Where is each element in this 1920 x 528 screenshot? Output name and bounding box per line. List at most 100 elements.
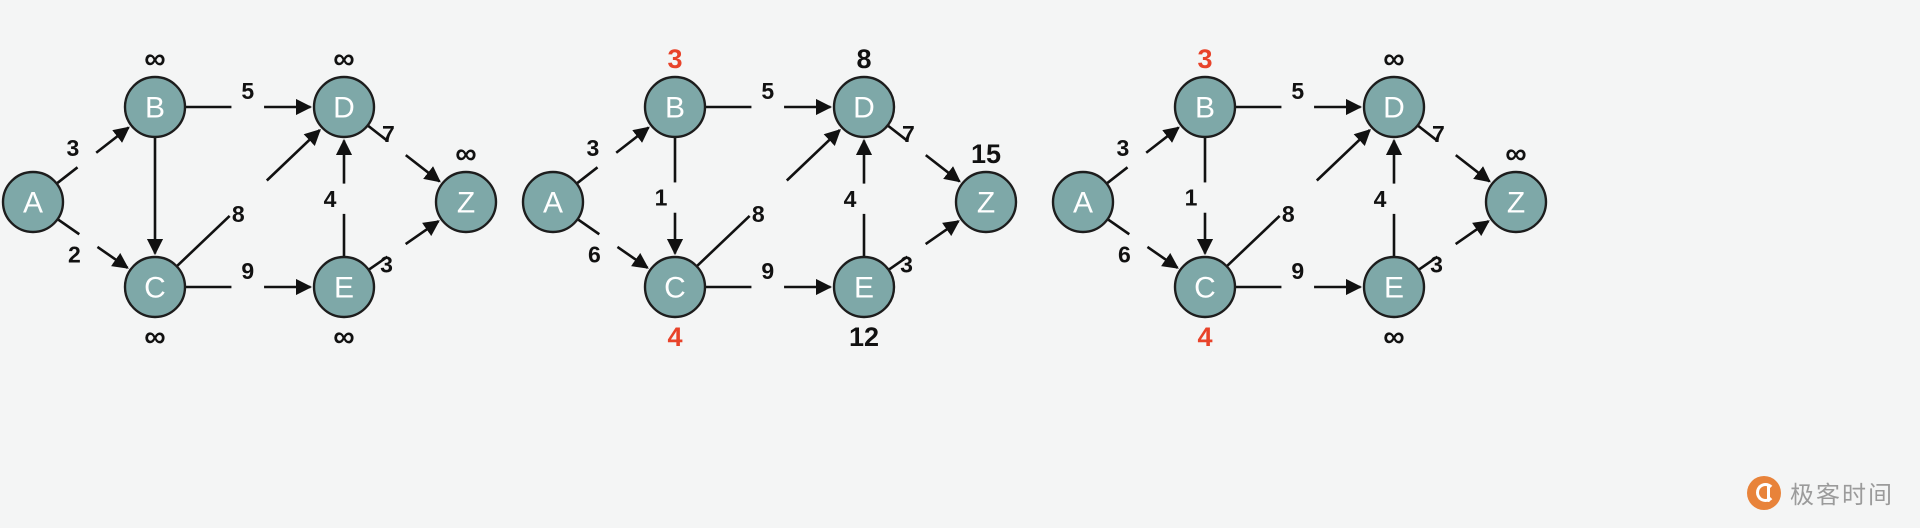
edge-weight-E-D: 4 — [324, 186, 337, 212]
node-label-D: D — [1383, 92, 1405, 125]
node-distance-B: 3 — [667, 44, 682, 74]
edge-weight-C-E: 9 — [1291, 258, 1304, 284]
edge-B-to-C: 1 — [655, 137, 684, 256]
node-D[interactable]: D∞ — [1362, 43, 1426, 139]
node-distance-D: ∞ — [333, 43, 354, 76]
node-E[interactable]: E∞ — [312, 255, 376, 354]
node-label-A: A — [23, 187, 43, 220]
edge-A-to-C: 6 — [576, 218, 649, 269]
node-label-B: B — [145, 92, 165, 125]
node-label-C: C — [1194, 272, 1216, 305]
watermark: 极客时间 — [1747, 475, 1894, 510]
node-label-Z: Z — [457, 187, 475, 220]
node-label-C: C — [144, 272, 166, 305]
edge-weight-B-D: 5 — [1291, 78, 1304, 104]
node-label-Z: Z — [1507, 187, 1525, 220]
edge-weight-A-C: 6 — [588, 242, 601, 268]
node-distance-E: ∞ — [1383, 321, 1404, 354]
node-D[interactable]: D8 — [832, 44, 896, 139]
edge-weight-E-Z: 3 — [380, 251, 393, 277]
node-A[interactable]: A — [521, 170, 585, 234]
node-distance-B: ∞ — [144, 43, 165, 76]
node-A[interactable]: A — [1, 170, 65, 234]
geekbang-logo-icon — [1747, 475, 1781, 510]
edge-E-to-Z: 3 — [1417, 220, 1490, 277]
node-label-E: E — [334, 272, 354, 305]
edge-weight-D-Z: 7 — [382, 121, 395, 147]
node-Z[interactable]: Z∞ — [1484, 138, 1548, 234]
node-distance-Z: ∞ — [455, 138, 476, 171]
node-distance-E: ∞ — [333, 321, 354, 354]
edge-D-to-Z: 7 — [366, 121, 441, 183]
edge-weight-A-C: 2 — [68, 242, 81, 268]
node-label-D: D — [853, 92, 875, 125]
edge-weight-A-B: 3 — [586, 135, 599, 161]
edge-weight-D-Z: 7 — [1432, 121, 1445, 147]
edge-weight-E-Z: 3 — [900, 251, 913, 277]
node-C[interactable]: C4 — [643, 255, 707, 352]
edge-C-to-E: 9 — [185, 258, 313, 296]
node-distance-C: ∞ — [144, 321, 165, 354]
edge-B-to-D: 5 — [705, 78, 833, 116]
node-B[interactable]: B3 — [643, 44, 707, 139]
edge-D-to-Z: 7 — [1416, 121, 1491, 183]
node-Z[interactable]: Z∞ — [434, 138, 498, 234]
edge-weight-C-E: 9 — [761, 258, 774, 284]
edge-weight-E-Z: 3 — [1430, 251, 1443, 277]
edge-C-to-D: 8 — [1225, 128, 1371, 268]
edge-weight-B-C: 1 — [1185, 185, 1198, 211]
node-E[interactable]: E 12 — [832, 255, 896, 352]
node-A[interactable]: A — [1051, 170, 1115, 234]
edge-C-to-D: 8 — [695, 128, 841, 268]
node-B[interactable]: B∞ — [123, 43, 187, 139]
node-label-E: E — [854, 272, 874, 305]
node-label-D: D — [333, 92, 355, 125]
node-D[interactable]: D∞ — [312, 43, 376, 139]
edge-B-to-C: 1 — [1185, 137, 1214, 256]
edge-A-to-B: 3 — [1105, 126, 1180, 185]
edge-weight-A-C: 6 — [1118, 242, 1131, 268]
edge-weight-C-E: 9 — [241, 258, 254, 284]
node-distance-Z: ∞ — [1505, 138, 1526, 171]
edge-weight-C-D: 8 — [1282, 201, 1295, 227]
node-distance-B: 3 — [1197, 44, 1212, 74]
node-distance-C: 4 — [1197, 322, 1212, 352]
edge-A-to-B: 3 — [575, 126, 650, 185]
node-label-B: B — [1195, 92, 1215, 125]
node-B[interactable]: B3 — [1173, 44, 1237, 139]
edge-C-to-E: 9 — [705, 258, 833, 296]
node-C[interactable]: C4 — [1173, 255, 1237, 352]
edge-A-to-C: 2 — [56, 218, 129, 269]
node-distance-D: 8 — [856, 44, 871, 74]
edge-E-to-D: 4 — [324, 138, 353, 257]
edge-E-to-Z: 3 — [887, 220, 960, 277]
edge-E-to-Z: 3 — [367, 220, 440, 277]
edge-E-to-D: 4 — [844, 138, 873, 257]
edge-weight-C-D: 8 — [232, 201, 245, 227]
node-E[interactable]: E∞ — [1362, 255, 1426, 354]
edge-weight-B-D: 5 — [241, 78, 254, 104]
edge-C-to-E: 9 — [1235, 258, 1363, 296]
edge-weight-B-C: 1 — [655, 185, 668, 211]
edge-A-to-C: 6 — [1106, 218, 1179, 269]
edge-weight-E-D: 4 — [1374, 186, 1387, 212]
node-Z[interactable]: Z 15 — [954, 139, 1018, 234]
node-label-A: A — [543, 187, 563, 220]
node-distance-Z: 15 — [971, 139, 1001, 169]
node-label-B: B — [665, 92, 685, 125]
edge-E-to-D: 4 — [1374, 138, 1403, 257]
node-label-E: E — [1384, 272, 1404, 305]
node-label-Z: Z — [977, 187, 995, 220]
edge-C-to-D: 8 — [175, 128, 321, 268]
node-distance-E: 12 — [849, 322, 879, 352]
edge-D-to-Z: 7 — [886, 121, 961, 183]
node-distance-C: 4 — [667, 322, 682, 352]
node-label-A: A — [1073, 187, 1093, 220]
edge-weight-A-B: 3 — [66, 135, 79, 161]
watermark-label: 极客时间 — [1790, 481, 1894, 509]
node-C[interactable]: C∞ — [123, 255, 187, 354]
edge-B-to-D: 5 — [1235, 78, 1363, 116]
